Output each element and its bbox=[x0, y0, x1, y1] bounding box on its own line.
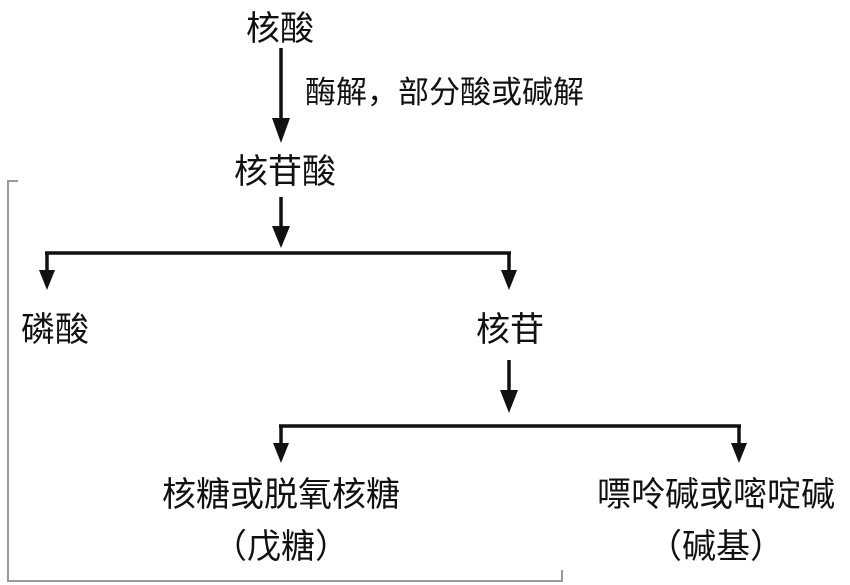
arrow-hydrolysis bbox=[272, 48, 290, 143]
node-nucleotide: 核苷酸 bbox=[234, 152, 336, 192]
node-nucleic-acid: 核酸 bbox=[246, 9, 314, 49]
arrow-nucleoside-split bbox=[273, 360, 747, 463]
node-nucleoside: 核苷 bbox=[476, 310, 544, 350]
gray-bracket bbox=[7, 180, 563, 582]
node-sugar-note: （戊糖） bbox=[213, 527, 349, 567]
node-base: 嘌呤碱或嘧啶碱 bbox=[597, 475, 835, 515]
node-base-note: （碱基） bbox=[648, 527, 784, 567]
node-sugar: 核糖或脱氧核糖 bbox=[162, 475, 400, 515]
hydrolysis-label: 酶解，部分酸或碱解 bbox=[305, 75, 584, 111]
arrow-nucleotide-split bbox=[39, 197, 517, 290]
node-phosphoric-acid: 磷酸 bbox=[21, 310, 89, 350]
